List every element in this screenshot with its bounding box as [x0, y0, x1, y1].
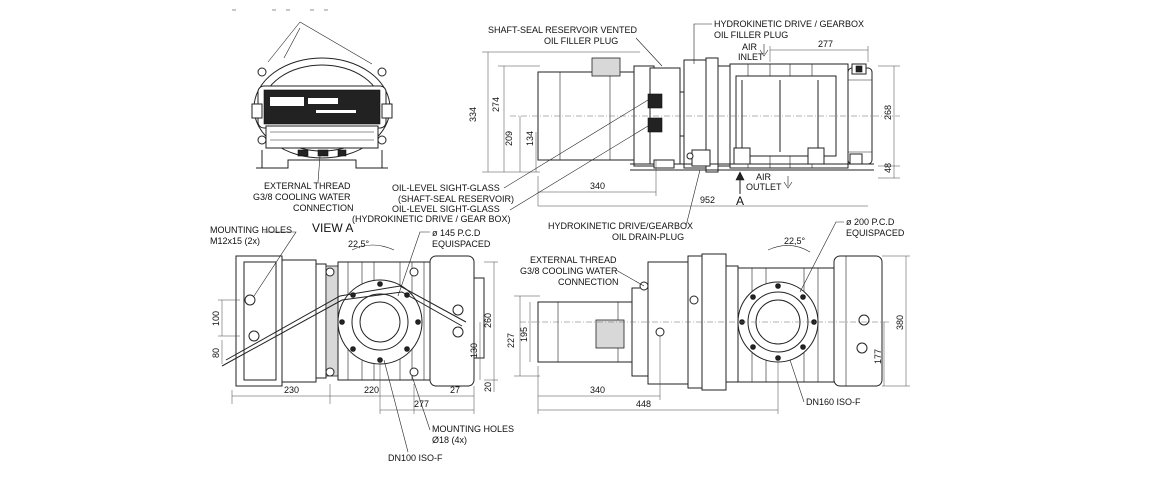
view-a: VIEW A 230 2 [210, 221, 514, 463]
dim-274: 274 [491, 97, 501, 112]
dim-80: 80 [211, 348, 221, 358]
front-callout-line-1: EXTERNAL THREAD [264, 181, 351, 191]
side-dims-right: 268 48 277 [769, 39, 900, 179]
dim-130: 130 [469, 343, 479, 358]
dim-340-plan: 340 [590, 385, 605, 395]
label-gearbox-filler-1: HYDROKINETIC DRIVE / GEARBOX [714, 19, 864, 29]
dim-260: 260 [483, 313, 493, 328]
plan-view: 227 195 380 177 340 448 EXTERNAL THREAD … [506, 217, 910, 414]
dim-27: 27 [450, 385, 460, 395]
mounting-holes-bottom-2: Ø18 (4x) [432, 435, 467, 445]
label-air-outlet-1: AIR [756, 172, 772, 182]
label-air-inlet-2: INLET [738, 52, 764, 62]
pcd-145-1: ø 145 P.C.D [432, 228, 481, 238]
mounting-holes-bottom-1: MOUNTING HOLES [432, 424, 514, 434]
dim-230: 230 [284, 385, 299, 395]
dim-268: 268 [883, 105, 893, 120]
label-sight-glass-gear-2: (HYDROKINETIC DRIVE / GEAR BOX) [352, 214, 511, 224]
front-view: EXTERNAL THREAD G3/8 COOLING WATER CONNE… [232, 9, 393, 213]
plan-callout-3: CONNECTION [558, 277, 619, 287]
flange-dn160: DN160 ISO-F [806, 397, 861, 407]
view-a-marker: A [736, 194, 744, 208]
view-a-angle: 22,5° [348, 239, 370, 249]
side-view: 334 274 209 134 268 48 277 340 952 [352, 19, 900, 242]
front-callout-line-3: CONNECTION [293, 203, 354, 213]
dim-277-top: 277 [818, 39, 833, 49]
view-a-title: VIEW A [312, 221, 353, 235]
label-sight-glass-seal-2: (SHAFT-SEAL RESERVOIR) [398, 194, 514, 204]
label-gearbox-filler-2: OIL FILLER PLUG [714, 30, 788, 40]
label-shaft-seal-vent-1: SHAFT-SEAL RESERVOIR VENTED [488, 25, 638, 35]
plan-angle: 22,5° [784, 236, 806, 246]
side-dims-bottom: 340 952 A [537, 160, 868, 208]
label-sight-glass-gear-1: OIL-LEVEL SIGHT-GLASS [392, 204, 500, 214]
side-callouts: SHAFT-SEAL RESERVOIR VENTED OIL FILLER P… [352, 19, 864, 242]
mounting-holes-top-1: MOUNTING HOLES [210, 225, 292, 235]
pcd-145-2: EQUISPACED [432, 239, 491, 249]
dim-952: 952 [700, 195, 715, 205]
side-dims-vertical: 334 274 209 134 [468, 51, 640, 173]
mounting-holes-top-2: M12x15 (2x) [210, 236, 260, 246]
flange-dn100: DN100 ISO-F [388, 453, 443, 463]
dim-20: 20 [483, 382, 493, 392]
dim-134: 134 [525, 131, 535, 146]
front-callout-line-2: G3/8 COOLING WATER [253, 192, 351, 202]
label-sight-glass-seal-1: OIL-LEVEL SIGHT-GLASS [392, 183, 500, 193]
label-drain-plug-1: HYDROKINETIC DRIVE/GEARBOX [548, 221, 693, 231]
label-shaft-seal-vent-2: OIL FILLER PLUG [544, 36, 618, 46]
dim-448: 448 [636, 399, 651, 409]
dim-209: 209 [504, 131, 514, 146]
dim-220: 220 [364, 385, 379, 395]
label-air-inlet-1: AIR [742, 42, 758, 52]
dim-48: 48 [883, 163, 893, 173]
plan-callout-2: G3/8 COOLING WATER [520, 266, 618, 276]
dim-227: 227 [506, 333, 516, 348]
pcd-200-1: ø 200 P.C.D [846, 217, 895, 227]
dim-100: 100 [211, 311, 221, 326]
pcd-200-2: EQUISPACED [846, 228, 905, 238]
dim-380: 380 [895, 315, 905, 330]
label-air-outlet-2: OUTLET [746, 182, 782, 192]
dim-340-top: 340 [590, 181, 605, 191]
dim-334: 334 [468, 107, 478, 122]
dim-195: 195 [519, 327, 529, 342]
plan-callout-1: EXTERNAL THREAD [530, 255, 617, 265]
label-drain-plug-2: OIL DRAIN-PLUG [612, 232, 684, 242]
dim-177: 177 [873, 349, 883, 364]
